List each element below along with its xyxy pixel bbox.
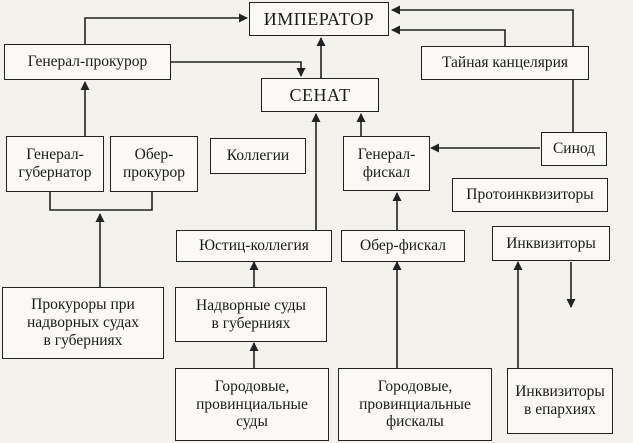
node-secret-chancellery: Тайная канцелярия	[421, 46, 589, 80]
node-procurators-courts: Прокуроры при надворных судах в губерния…	[2, 287, 164, 359]
node-ober-fiscal: Обер-фискал	[341, 230, 465, 262]
node-city-fiscals: Городовые, провинциальные фискалы	[338, 368, 492, 441]
node-emperor: ИМПЕРАТОР	[249, 2, 389, 36]
node-procurator-general: Генерал-прокурор	[4, 44, 171, 80]
edge-procurator-to-senate	[171, 61, 306, 77]
edge-governor-ober-bracket	[49, 192, 153, 211]
node-ober-procurator: Обер- прокурор	[110, 136, 198, 192]
node-inquisitors: Инквизиторы	[492, 226, 610, 261]
node-synod: Синод	[541, 132, 607, 166]
node-city-courts: Городовые, провинциальные суды	[175, 368, 329, 441]
node-court-of-appeals: Надворные суды в губерниях	[175, 287, 327, 342]
edge-procurator-to-emperor	[84, 13, 248, 44]
edge-synod-to-emperor	[391, 5, 574, 132]
node-senate: СЕНАТ	[261, 78, 379, 112]
node-governor-general: Генерал- губернатор	[6, 136, 104, 192]
node-protoinquisitors: Протоинквизиторы	[452, 178, 608, 212]
node-inquisitors-eparchies: Инквизиторы в епархиях	[507, 368, 613, 434]
node-justice-collegium: Юстиц-коллегия	[176, 230, 332, 262]
edge-chancellery-to-emperor	[391, 25, 506, 46]
node-collegia: Коллегии	[210, 138, 306, 174]
node-fiscal-general: Генерал- фискал	[343, 136, 430, 191]
